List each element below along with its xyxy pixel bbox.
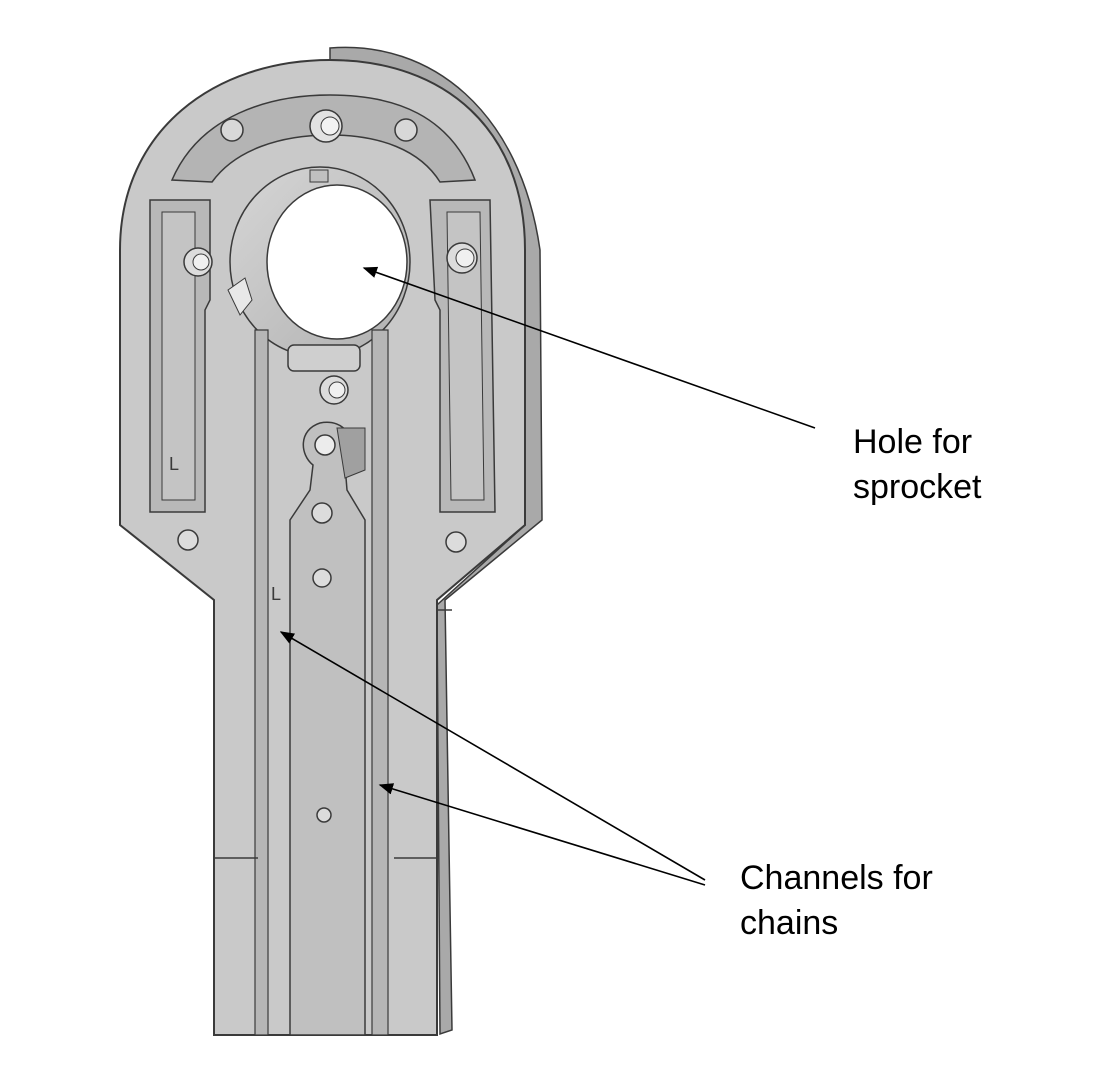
tensioner-pivot-hole	[314, 434, 336, 456]
center-upper-hole-inner	[328, 381, 346, 399]
arm-hole-3	[316, 807, 332, 823]
label-hole-line2: sprocket	[853, 468, 982, 506]
hub-tab-top	[309, 169, 329, 183]
lower-right-hole	[445, 531, 467, 553]
right-chain-channel	[371, 329, 389, 1036]
left-bolt-hole-inner	[192, 253, 210, 271]
hub-tab-bottom	[287, 344, 361, 372]
sprocket-hole	[266, 184, 408, 340]
label-channels-line1: Channels for	[740, 859, 933, 897]
label-hole-line1: Hole for	[853, 423, 973, 461]
hub-tab-left	[227, 277, 253, 316]
marking-mid-left: L	[271, 584, 281, 604]
lower-left-hole	[177, 529, 199, 551]
tensioner-cam	[336, 427, 366, 479]
label-channels-line2: chains	[740, 904, 839, 942]
arrow-channel-left	[279, 631, 706, 881]
arm-hole-2	[312, 568, 332, 588]
label-hole-for-sprocket: Hole for sprocket	[853, 420, 982, 510]
left-channel-floor	[161, 211, 196, 501]
right-channel-floor	[446, 211, 485, 501]
label-channels-for-chains: Channels for chains	[740, 856, 933, 946]
left-chain-channel	[254, 329, 269, 1036]
arrow-channel-right	[378, 783, 706, 886]
top-right-bolt-hole	[394, 118, 418, 142]
right-bolt-hole-inner	[455, 248, 475, 268]
top-left-bolt-hole	[220, 118, 244, 142]
arm-hole-1	[311, 502, 333, 524]
top-arc-recess	[170, 94, 477, 183]
marking-upper-left: L	[169, 454, 179, 474]
arrow-hole-for-sprocket	[362, 266, 816, 429]
top-center-bolt-hole-inner	[320, 116, 340, 136]
